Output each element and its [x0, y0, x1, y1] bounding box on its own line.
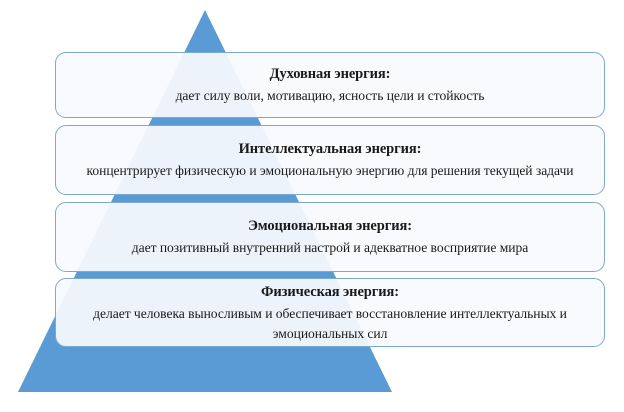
level-description-emotional: дает позитивный внутренний настрой и аде…	[131, 240, 529, 256]
pyramid-level-physical[interactable]: Физическая энергия: делает человека выно…	[55, 278, 605, 347]
level-title-spiritual: Духовная энергия:	[269, 66, 391, 83]
pyramid-level-intellectual[interactable]: Интеллектуальная энергия: концентрирует …	[55, 125, 605, 195]
pyramid-level-spiritual[interactable]: Духовная энергия: дает силу воли, мотива…	[55, 52, 605, 118]
level-title-physical: Физическая энергия:	[261, 284, 399, 301]
level-title-emotional: Эмоциональная энергия:	[248, 218, 412, 235]
pyramid-level-emotional[interactable]: Эмоциональная энергия: дает позитивный в…	[55, 202, 605, 272]
level-description-spiritual: дает силу воли, мотивацию, ясность цели …	[175, 88, 485, 104]
level-description-physical: делает человека выносливым и обеспечивае…	[93, 306, 567, 341]
level-description-intellectual: концентрирует физическую и эмоциональную…	[86, 163, 574, 179]
level-title-intellectual: Интеллектуальная энергия:	[238, 141, 422, 158]
